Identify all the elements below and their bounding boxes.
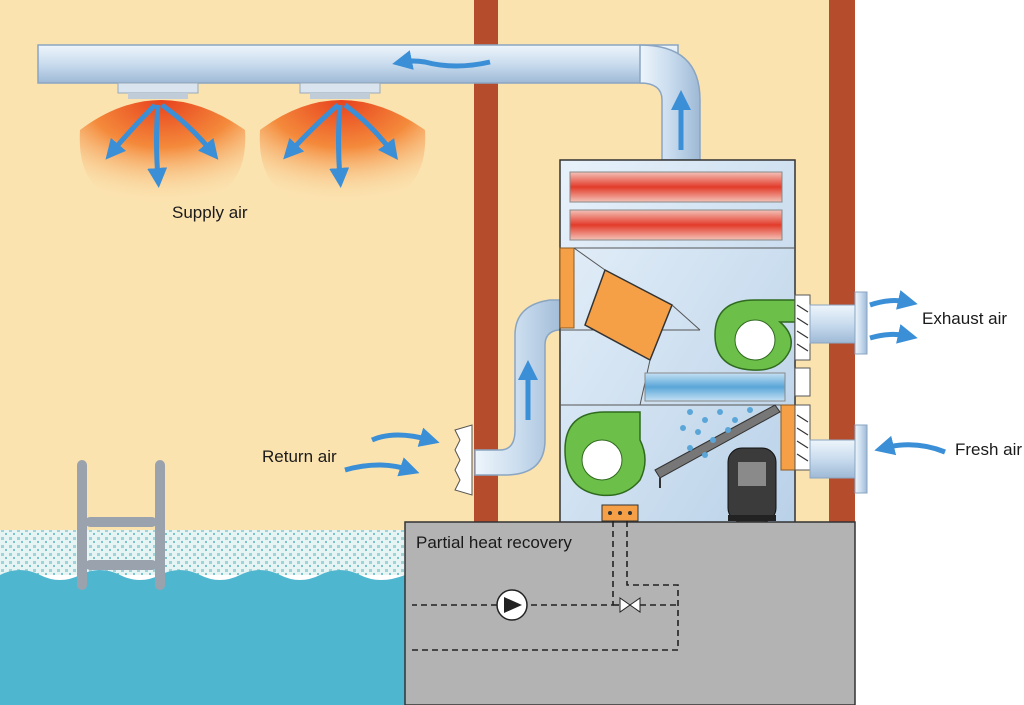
exhaust-duct [809,291,868,355]
fresh-air-duct [809,424,868,494]
supply-fan [564,411,646,497]
exhaust-air-label: Exhaust air [922,309,1007,328]
diffuser-left [79,82,246,206]
pool-water [0,570,405,705]
filter-left [559,247,575,329]
partial-heat-recovery-label: Partial heat recovery [416,533,572,552]
cooling-coil [644,372,786,402]
filter-fresh [780,404,796,471]
heater-coil-lower [569,209,783,241]
fresh-air-label: Fresh air [955,440,1022,459]
supply-air-label: Supply air [172,203,248,222]
condensate-droplets [680,407,753,458]
return-air-label: Return air [262,447,337,466]
diffuser-right [259,82,426,206]
heat-recovery-piping [412,521,679,651]
supply-duct [37,44,701,161]
exhaust-fresh-arrows [869,290,946,456]
exhaust-fan [714,299,796,371]
duct-flow-arrows [392,50,691,150]
return-air-arrows [344,360,538,477]
basement-heat-recovery [404,504,856,705]
pool-ladder [77,460,165,590]
pool-tile-border [0,530,405,575]
valve [619,597,641,613]
structural-pillar-left [474,0,498,530]
condensate-tray [654,404,781,479]
heater-coil-upper [569,171,783,203]
compressor [727,447,777,523]
return-duct [454,299,566,496]
bypass-damper [794,367,811,397]
dehumidifier-unit [559,159,811,526]
supply-air-arrows [105,102,398,188]
